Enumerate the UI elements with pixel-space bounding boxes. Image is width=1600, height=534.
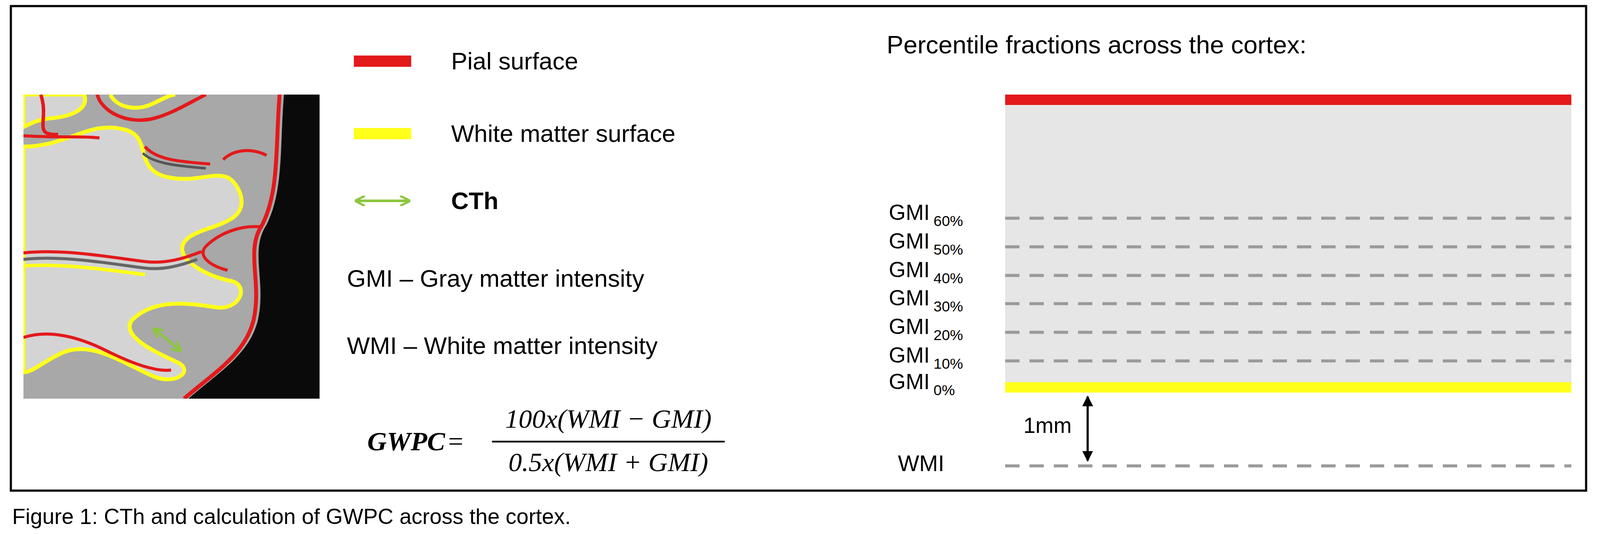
legend-text: White matter surface — [451, 119, 676, 148]
cth-arrow-sample — [356, 199, 409, 203]
key-text: GMI – Gray matter intensity — [346, 264, 645, 293]
fraction-bar — [491, 441, 725, 443]
formula-name: GWPC — [367, 426, 446, 458]
level-name: GMI — [888, 286, 930, 312]
percentile-subscript: 30% — [933, 298, 964, 316]
percentile-lines — [1005, 218, 1572, 467]
legend-swatch — [353, 55, 412, 67]
distance-arrow — [1086, 396, 1089, 462]
percentile-subscript: 20% — [933, 326, 964, 344]
frame — [10, 6, 1587, 492]
percentile-subscript: 50% — [933, 241, 964, 259]
percentile-subscript: 60% — [933, 212, 964, 230]
legend-text: CTh — [451, 187, 499, 215]
level-name: GMI — [888, 200, 930, 226]
percentile-subscript: 40% — [933, 270, 964, 288]
pial-line — [1005, 94, 1572, 106]
legend-text: Pial surface — [451, 47, 579, 76]
legend-swatch — [353, 128, 412, 140]
level-name: WMI — [897, 451, 945, 478]
cortex-band — [1005, 105, 1572, 383]
formula-denominator: 0.5x(WMI + GMI) — [508, 447, 709, 479]
formula-equals: = — [448, 426, 464, 458]
level-name: GMI — [888, 229, 930, 255]
panel-heading: Percentile fractions across the cortex: — [886, 30, 1307, 60]
level-name: GMI — [888, 343, 930, 369]
mri-slice — [23, 94, 320, 400]
percentile-subscript: 0% — [933, 382, 955, 400]
percentile-subscript: 10% — [933, 355, 964, 373]
level-name: GMI — [888, 257, 930, 284]
key-text: WMI – White matter intensity — [346, 332, 658, 360]
figure-caption: Figure 1: CTh and calculation of GWPC ac… — [12, 504, 571, 531]
white-matter-line — [1005, 382, 1572, 393]
level-name: GMI — [888, 369, 930, 396]
dimension: 1mm — [1023, 413, 1072, 439]
level-name: GMI — [888, 314, 930, 340]
formula-numerator: 100x(WMI − GMI) — [504, 403, 712, 435]
